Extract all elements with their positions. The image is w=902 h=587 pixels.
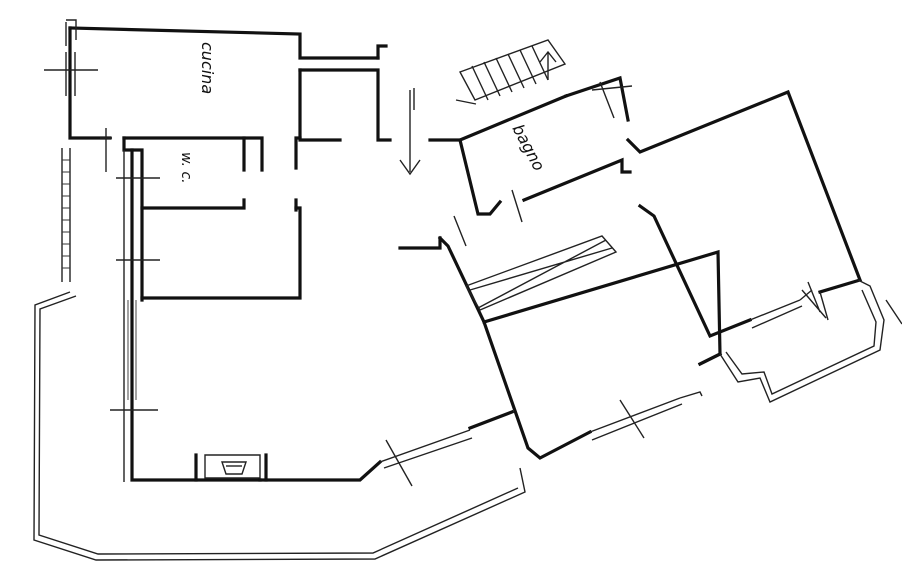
bathroom-walls: [428, 75, 633, 247]
room-label-cucina: cucina: [198, 42, 217, 94]
entry-arrow-icon: [399, 88, 421, 176]
south-wall: [258, 409, 515, 487]
right-terrace-outline: [719, 279, 902, 403]
kitchen-walls: [44, 19, 392, 142]
room-label-wc: w. c.: [178, 152, 194, 184]
bedroom-walls: [398, 89, 863, 460]
room-label-bagno: bagno: [508, 121, 548, 174]
interior-walls: [100, 128, 342, 482]
left-balcony-rail: [61, 148, 71, 282]
staircase: [455, 39, 567, 105]
fireplace: [204, 454, 261, 479]
terrace-outline: [33, 291, 526, 561]
storage-closet: [464, 235, 618, 311]
